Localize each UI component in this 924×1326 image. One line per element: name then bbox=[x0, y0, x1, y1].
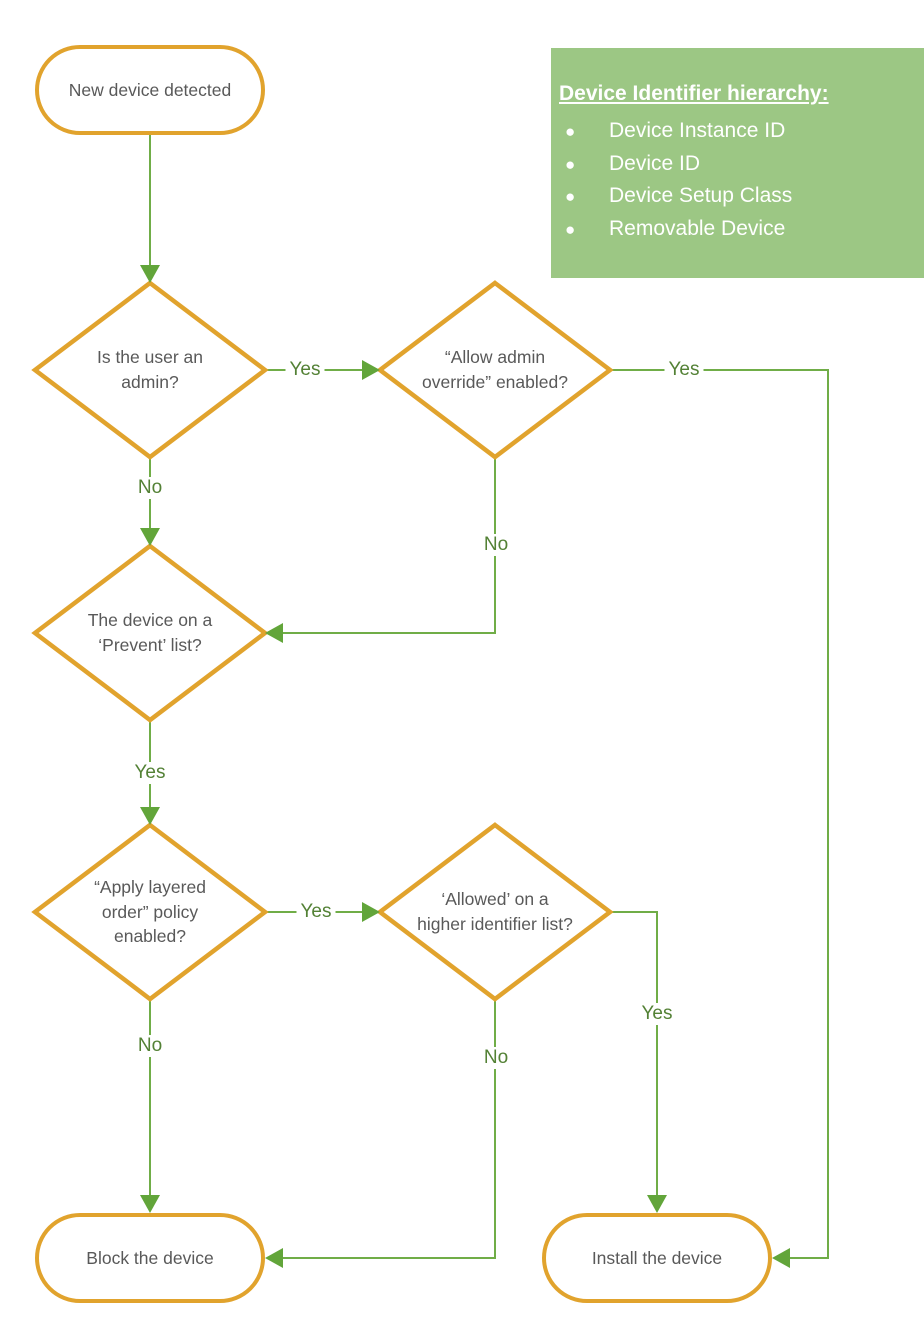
legend-item-text: Device ID bbox=[609, 151, 701, 175]
arrowhead-override-install bbox=[772, 1248, 790, 1268]
arrowhead-admin-override bbox=[362, 360, 380, 380]
legend-item-text: Device Instance ID bbox=[609, 119, 786, 142]
decision-label-prevent: The device on a ‘Prevent’ list? bbox=[87, 610, 213, 655]
arrowhead-admin-prevent bbox=[140, 528, 160, 546]
decision-label-layered: “Apply layered order” policy enabled? bbox=[94, 876, 206, 947]
terminal-node-install: Install the device bbox=[542, 1213, 772, 1303]
edge-label-override-prevent: No bbox=[479, 534, 513, 556]
bullet-icon: ● bbox=[565, 187, 576, 206]
arrowhead-override-prevent bbox=[265, 623, 283, 643]
edge-override-prevent bbox=[283, 457, 496, 634]
terminal-node-block: Block the device bbox=[35, 1213, 265, 1303]
decision-label-admin: Is the user an admin? bbox=[96, 347, 204, 392]
edge-label-layered-higher: Yes bbox=[296, 901, 336, 923]
legend-item-text: Device Setup Class bbox=[609, 184, 793, 207]
decision-shape-layered bbox=[31, 822, 269, 1002]
edge-label-layered-block: No bbox=[133, 1035, 167, 1057]
legend-item: ● Device Setup Class bbox=[559, 180, 914, 213]
edge-higher-block bbox=[283, 999, 496, 1259]
edge-override-install bbox=[610, 369, 829, 1259]
legend-item: ● Device Instance ID bbox=[559, 115, 914, 148]
decision-shape-override bbox=[376, 280, 614, 460]
decision-label-higher: ‘Allowed’ on a higher identifier list? bbox=[417, 889, 573, 934]
edge-label-prevent-layered: Yes bbox=[130, 762, 170, 784]
legend-item: ● Removable Device bbox=[559, 213, 914, 246]
legend-item: ● Device ID bbox=[559, 148, 914, 181]
arrowhead-higher-block bbox=[265, 1248, 283, 1268]
bullet-icon: ● bbox=[565, 219, 576, 239]
arrowhead-layered-higher bbox=[362, 902, 380, 922]
decision-shape-higher bbox=[376, 822, 614, 1002]
legend-title: Device Identifier hierarchy: bbox=[559, 82, 829, 105]
edge-higher-install bbox=[610, 911, 658, 1195]
device-identifier-legend: Device Identifier hierarchy: ● Device Ins… bbox=[551, 48, 924, 278]
legend-item-text: Removable Device bbox=[609, 216, 786, 240]
edge-label-admin-override: Yes bbox=[285, 359, 325, 381]
edge-label-admin-prevent: No bbox=[133, 477, 167, 499]
edge-label-override-install: Yes bbox=[664, 359, 704, 381]
bullet-icon: ● bbox=[565, 154, 576, 174]
arrowhead-layered-block bbox=[140, 1195, 160, 1213]
arrowhead-prevent-layered bbox=[140, 807, 160, 825]
arrowhead-start-admin bbox=[140, 265, 160, 283]
arrowhead-higher-install bbox=[647, 1195, 667, 1213]
terminal-node-start: New device detected bbox=[35, 45, 265, 135]
edge-label-higher-install: Yes bbox=[637, 1003, 677, 1025]
bullet-icon: ● bbox=[565, 122, 576, 141]
edge-label-higher-block: No bbox=[479, 1047, 513, 1069]
decision-shape-admin bbox=[31, 280, 269, 460]
decision-shape-prevent bbox=[31, 543, 269, 723]
decision-label-override: “Allow admin override” enabled? bbox=[422, 347, 568, 392]
legend-list: ● Device Instance ID ● Device ID ● Device Set… bbox=[559, 115, 914, 245]
